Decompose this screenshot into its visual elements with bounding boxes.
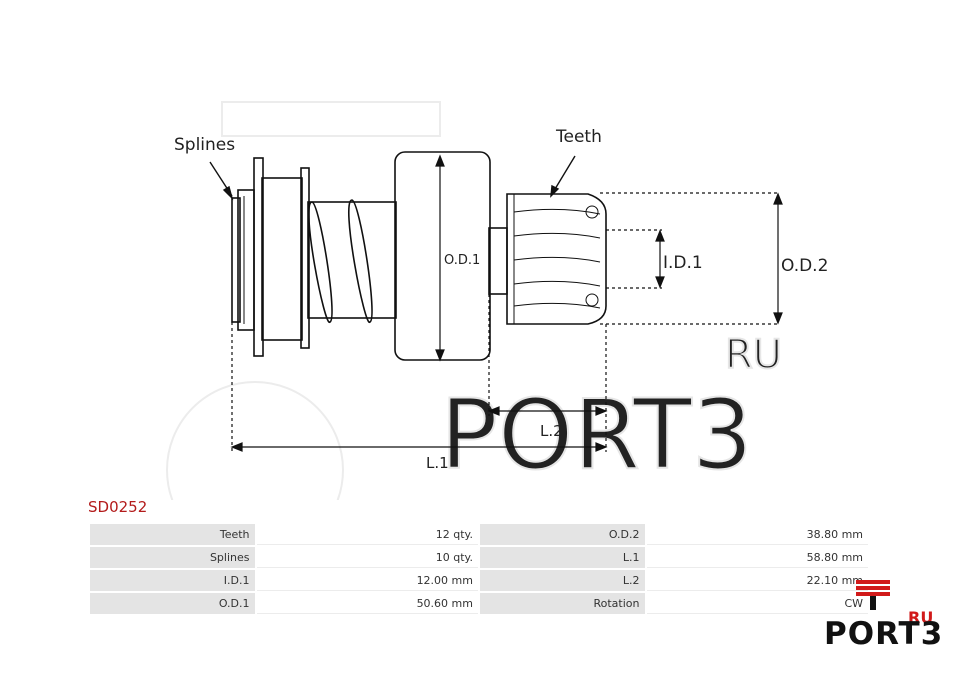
spline-end — [231, 197, 241, 323]
teeth-arrow — [550, 184, 560, 198]
piston-icon — [856, 580, 890, 610]
spring-coil-2 — [348, 199, 373, 323]
table-row: Teeth 12 qty. O.D.2 38.80 mm — [90, 524, 868, 545]
spec-value: CW — [646, 593, 868, 614]
collar — [300, 167, 310, 349]
specs-table-body: Teeth 12 qty. O.D.2 38.80 mm Splines 10 … — [90, 524, 868, 614]
flange — [253, 157, 264, 357]
neck — [488, 227, 508, 295]
spec-value: 12.00 mm — [256, 570, 478, 591]
starter-drive-diagram: RU PORT3 — [166, 101, 828, 500]
watermark-piston-top — [221, 101, 441, 137]
spec-value: 38.80 mm — [646, 524, 868, 545]
spec-value: 10 qty. — [256, 547, 478, 568]
table-row: I.D.1 12.00 mm L.2 22.10 mm — [90, 570, 868, 591]
splines-arrow — [222, 185, 234, 201]
logo-ru: RU — [908, 608, 934, 627]
specs-table: Teeth 12 qty. O.D.2 38.80 mm Splines 10 … — [88, 522, 870, 616]
spec-label: Splines — [90, 547, 255, 568]
watermark-ru: RU — [725, 332, 782, 378]
teeth-label: Teeth — [555, 127, 602, 147]
spec-value: 58.80 mm — [646, 547, 868, 568]
spec-label: O.D.2 — [479, 524, 645, 545]
od1-label: O.D.1 — [444, 253, 480, 268]
spring-housing — [307, 201, 397, 319]
logo-text: PORT3 — [824, 616, 944, 652]
spec-label: Teeth — [90, 524, 255, 545]
spec-label: I.D.1 — [90, 570, 255, 591]
watermark-text: PORT3 — [440, 379, 753, 491]
leaders — [209, 155, 576, 201]
dimensions — [230, 154, 783, 452]
clutch-body — [394, 151, 491, 361]
brand-logo: RU PORT3 — [822, 578, 942, 658]
table-row: Splines 10 qty. L.1 58.80 mm — [90, 547, 868, 568]
spec-label: O.D.1 — [90, 593, 255, 614]
spec-label: Rotation — [479, 593, 645, 614]
part-code: SD0252 — [88, 498, 148, 516]
drive-drawing — [231, 151, 607, 361]
splines-label: Splines — [174, 135, 235, 155]
l1-label: L.1 — [426, 454, 449, 472]
l2-label: L.2 — [540, 422, 563, 440]
spec-value: 50.60 mm — [256, 593, 478, 614]
spec-value: 22.10 mm — [646, 570, 868, 591]
od2-label: O.D.2 — [781, 256, 828, 276]
spring-coil-1 — [308, 201, 333, 323]
id1-label: I.D.1 — [663, 253, 703, 273]
pinion — [506, 193, 607, 325]
watermark — [166, 101, 441, 500]
watermark-piston-circle — [166, 381, 344, 500]
spec-label: L.2 — [479, 570, 645, 591]
spec-label: L.1 — [479, 547, 645, 568]
hub — [261, 177, 303, 341]
table-row: O.D.1 50.60 mm Rotation CW — [90, 593, 868, 614]
spec-value: 12 qty. — [256, 524, 478, 545]
